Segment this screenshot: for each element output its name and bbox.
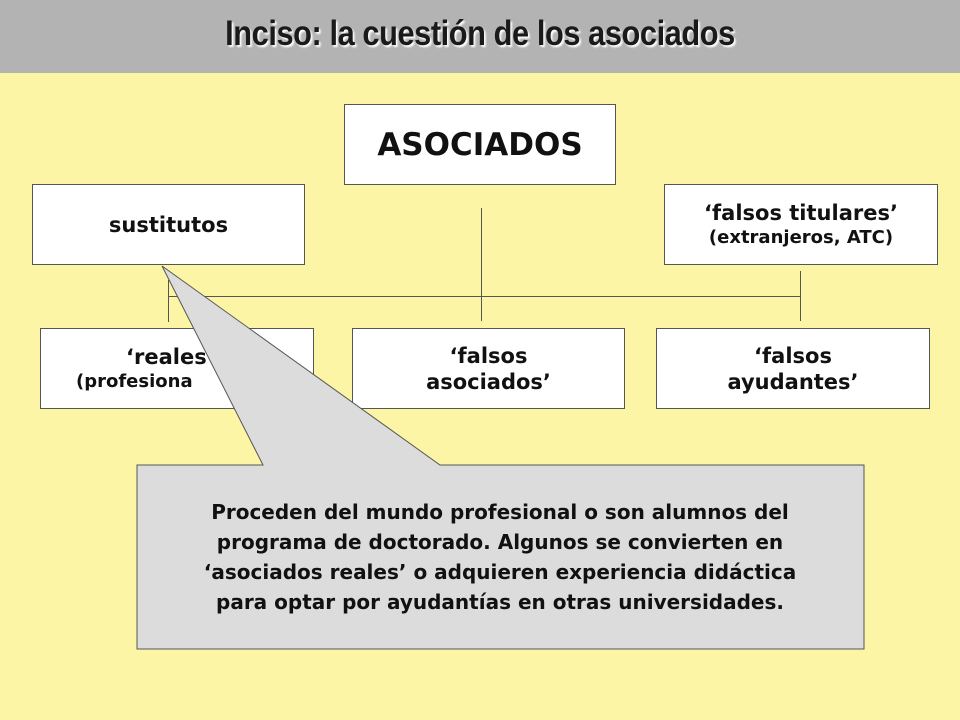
connector-right <box>800 271 801 321</box>
slide-title: Inciso: la cuestión de los asociados <box>225 14 735 53</box>
node-falsos-asociados: ‘falsos asociados’ <box>352 328 625 409</box>
node-falsos-titulares-sub: (extranjeros, ATC) <box>708 226 894 248</box>
connector-left <box>168 280 169 322</box>
connector-horizontal <box>168 296 801 297</box>
node-falsos-asociados-line2: asociados’ <box>426 369 551 394</box>
node-falsos-ayudantes: ‘falsos ayudantes’ <box>656 328 930 409</box>
node-falsos-titulares-label: ‘falsos titulares’ <box>704 200 898 225</box>
node-falsos-titulares: ‘falsos titulares’ (extranjeros, ATC) <box>664 184 938 265</box>
callout-line: Proceden del mundo profesional o son alu… <box>211 500 789 524</box>
node-asociados: ASOCIADOS <box>344 104 616 185</box>
node-asociados-label: ASOCIADOS <box>377 126 583 163</box>
callout-line: programa de doctorado. Algunos se convie… <box>216 530 784 554</box>
header-bar <box>0 0 960 73</box>
node-reales-label: ‘reales <box>126 344 207 369</box>
callout-line: ‘asociados reales’ o adquieren experienc… <box>203 560 797 584</box>
node-falsos-ayudantes-line1: ‘falsos <box>754 343 832 368</box>
callout-line: para optar por ayudantías en otras unive… <box>216 590 784 614</box>
connector-root <box>481 208 482 321</box>
callout-text: Proceden del mundo profesional o son alu… <box>150 497 850 617</box>
node-sustitutos: sustitutos <box>32 184 305 265</box>
node-reales-sub: (profesiona <box>76 370 193 392</box>
node-sustitutos-label: sustitutos <box>108 212 229 237</box>
node-falsos-asociados-line1: ‘falsos <box>449 343 528 368</box>
node-falsos-ayudantes-line2: ayudantes’ <box>727 369 859 394</box>
